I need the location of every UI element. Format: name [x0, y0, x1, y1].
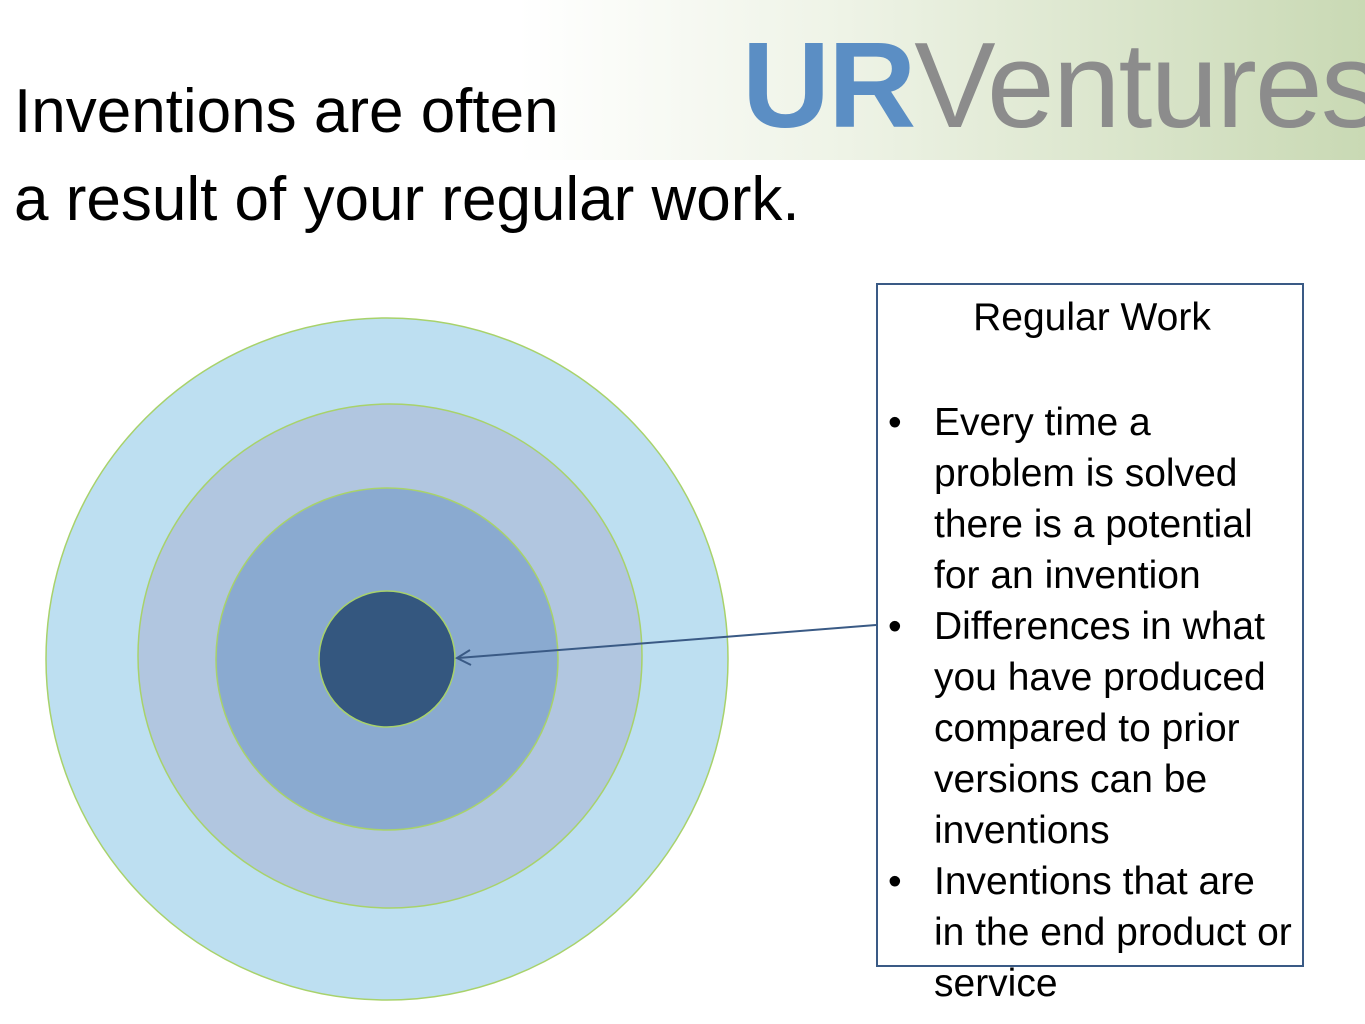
urventures-logo: URVentures	[742, 20, 1365, 150]
title-line-2: a result of your regular work.	[14, 165, 800, 234]
regular-work-bullets: Every time a problem is solved there is …	[888, 397, 1292, 1009]
core-circle	[318, 590, 456, 728]
regular-work-heading: Regular Work	[973, 296, 1211, 339]
slide-title: Inventions are often a result of your re…	[14, 68, 800, 244]
logo-ur-text: UR	[742, 17, 916, 153]
header-band	[0, 0, 1365, 160]
bullet-item: Inventions that are in the end product o…	[888, 856, 1292, 1009]
logo-ventures-text: Ventures	[914, 17, 1365, 153]
title-line-1: Inventions are often	[14, 77, 559, 146]
bullet-item: Every time a problem is solved there is …	[888, 397, 1292, 601]
connector-arrow-line	[457, 624, 877, 659]
regular-work-box: Regular Work Every time a problem is sol…	[876, 283, 1304, 1005]
bullet-item: Differences in what you have produced co…	[888, 601, 1292, 856]
connector-arrow-head	[454, 649, 472, 666]
